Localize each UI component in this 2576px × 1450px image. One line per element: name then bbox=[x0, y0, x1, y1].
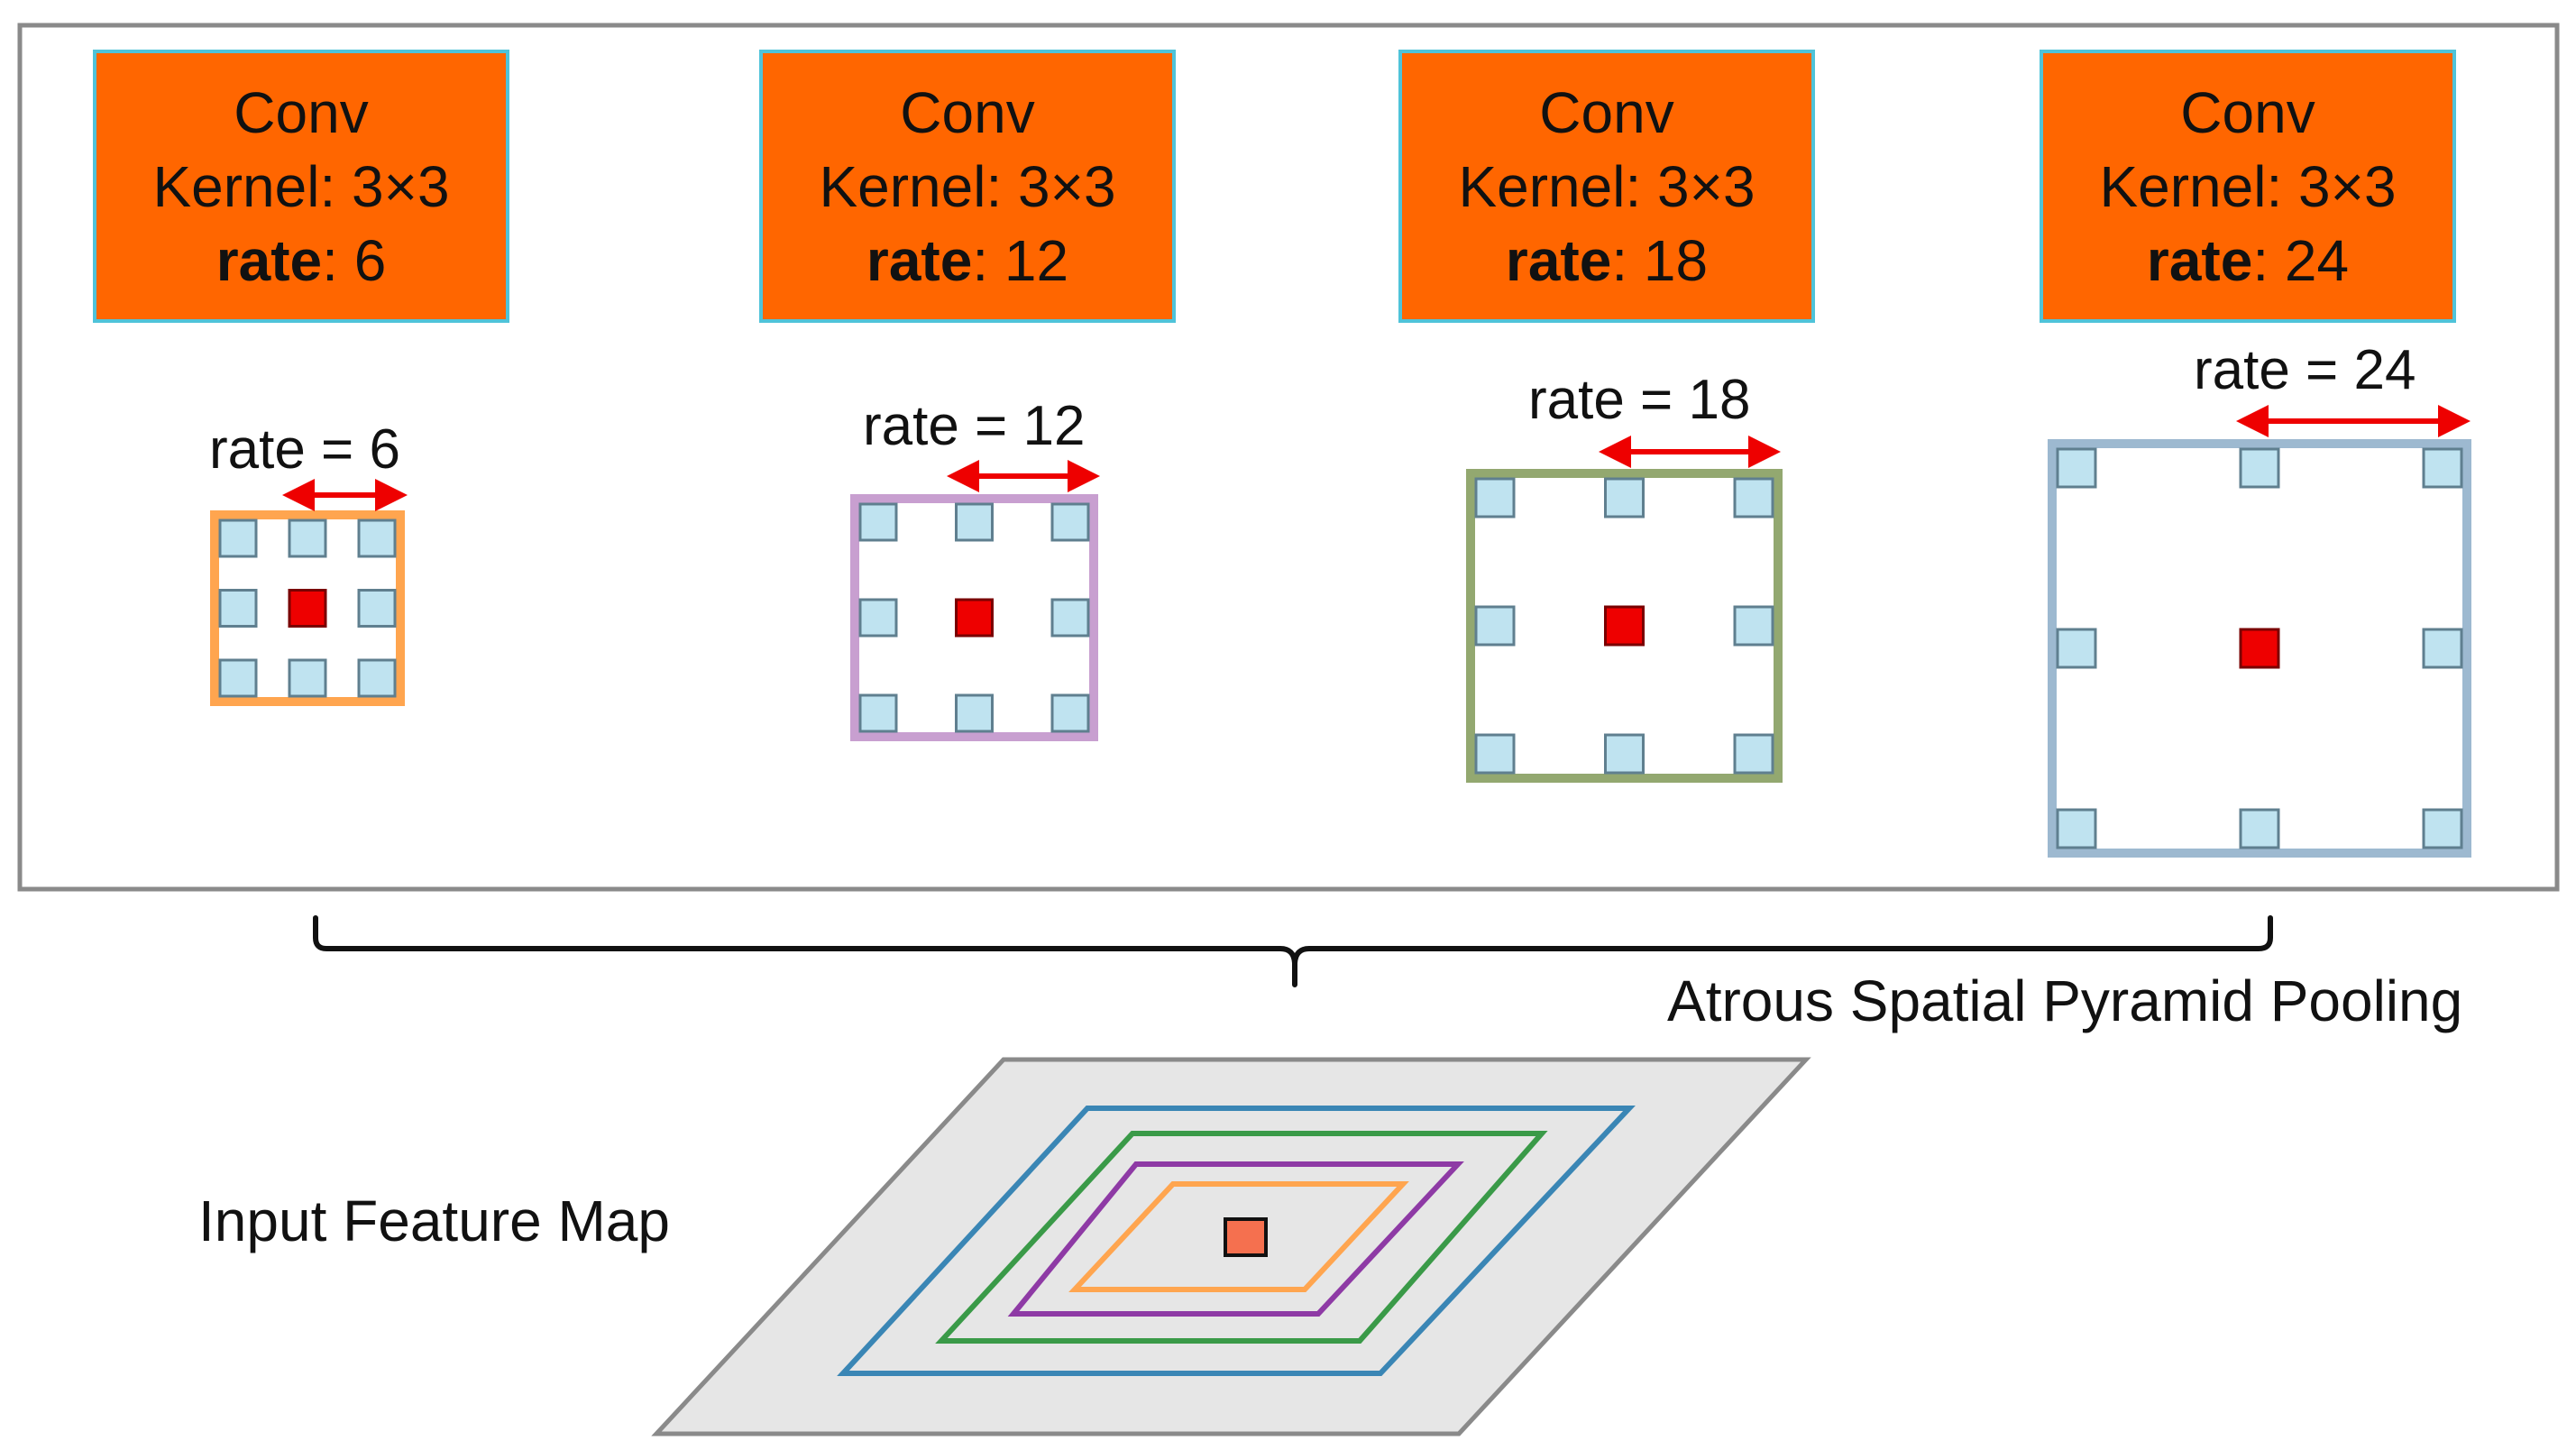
conv-kernel: Kernel: 3×3 bbox=[152, 153, 450, 219]
sample-cell bbox=[858, 693, 898, 733]
sample-cell bbox=[1733, 605, 1774, 647]
conv-rate: rate: 12 bbox=[866, 227, 1069, 293]
kernel-grid-rate-18 bbox=[1466, 436, 1783, 783]
conv-rate: rate: 6 bbox=[215, 227, 387, 293]
conv-title: Conv bbox=[2180, 79, 2315, 145]
center-cell bbox=[955, 598, 994, 638]
sample-cell bbox=[1474, 477, 1516, 519]
sample-cell bbox=[2422, 808, 2463, 849]
sample-cell bbox=[218, 519, 258, 558]
sample-cell bbox=[858, 502, 898, 542]
sample-cell bbox=[2239, 447, 2280, 489]
conv-kernel: Kernel: 3×3 bbox=[819, 153, 1116, 219]
sample-cell bbox=[1604, 477, 1645, 519]
sample-cell bbox=[2056, 447, 2097, 489]
sample-cell bbox=[858, 598, 898, 638]
center-cell bbox=[2239, 628, 2280, 669]
rate-label-24: rate = 24 bbox=[2194, 339, 2416, 401]
sample-cell bbox=[955, 502, 994, 542]
receptive-ring-rate-6 bbox=[1068, 1181, 1409, 1292]
kernel-grid-rate-12 bbox=[850, 460, 1100, 741]
sample-cell bbox=[288, 519, 327, 558]
sample-cell bbox=[2239, 808, 2280, 849]
dilated-kernels bbox=[210, 405, 2471, 858]
conv-kernel: Kernel: 3×3 bbox=[1458, 153, 1756, 219]
conv-block-rate-24: Conv Kernel: 3×3 rate: 24 bbox=[2040, 50, 2456, 323]
sample-cell bbox=[357, 589, 397, 628]
conv-title: Conv bbox=[1539, 79, 1674, 145]
sample-cell bbox=[1604, 733, 1645, 775]
sample-cell bbox=[218, 658, 258, 698]
center-cell bbox=[1604, 605, 1645, 647]
conv-block-rate-12: Conv Kernel: 3×3 rate: 12 bbox=[759, 50, 1176, 323]
rate-label-18: rate = 18 bbox=[1528, 369, 1751, 431]
rate-label-6: rate = 6 bbox=[209, 418, 400, 481]
sample-cell bbox=[2056, 808, 2097, 849]
sample-cell bbox=[218, 589, 258, 628]
sample-cell bbox=[1050, 693, 1090, 733]
sample-cell bbox=[2422, 447, 2463, 489]
sample-cell bbox=[1733, 477, 1774, 519]
rate-label-12: rate = 12 bbox=[863, 395, 1086, 457]
sample-cell bbox=[1474, 605, 1516, 647]
receptive-field-rate-24 bbox=[2048, 439, 2471, 858]
kernel-grid-rate-6 bbox=[210, 479, 408, 706]
sample-cell bbox=[2056, 628, 2097, 669]
conv-rate: rate: 18 bbox=[1505, 227, 1709, 293]
sample-cell bbox=[288, 658, 327, 698]
kernel-grid-rate-24 bbox=[2048, 405, 2471, 858]
sample-cell bbox=[357, 658, 397, 698]
conv-block-rate-18: Conv Kernel: 3×3 rate: 18 bbox=[1398, 50, 1815, 323]
sample-cell bbox=[1050, 598, 1090, 638]
center-cell bbox=[288, 589, 327, 628]
conv-block-rate-6: Conv Kernel: 3×3 rate: 6 bbox=[93, 50, 509, 323]
sample-cell bbox=[1733, 733, 1774, 775]
sample-cell bbox=[1474, 733, 1516, 775]
input-feature-map bbox=[651, 1057, 1811, 1436]
conv-kernel: Kernel: 3×3 bbox=[2099, 153, 2397, 219]
input-center-pixel bbox=[1224, 1217, 1268, 1257]
sample-cell bbox=[357, 519, 397, 558]
conv-rate: rate: 24 bbox=[2146, 227, 2350, 293]
aspp-brace bbox=[313, 915, 2273, 987]
sample-cell bbox=[955, 693, 994, 733]
input-feature-map-label: Input Feature Map bbox=[198, 1188, 670, 1253]
receptive-ring-rate-24 bbox=[837, 1106, 1636, 1376]
aspp-label: Atrous Spatial Pyramid Pooling bbox=[1667, 968, 2463, 1033]
sample-cell bbox=[1050, 502, 1090, 542]
receptive-ring-rate-18 bbox=[935, 1131, 1548, 1344]
receptive-ring-rate-12 bbox=[1007, 1161, 1464, 1317]
sample-cell bbox=[2422, 628, 2463, 669]
conv-title: Conv bbox=[234, 79, 369, 145]
conv-title: Conv bbox=[900, 79, 1035, 145]
